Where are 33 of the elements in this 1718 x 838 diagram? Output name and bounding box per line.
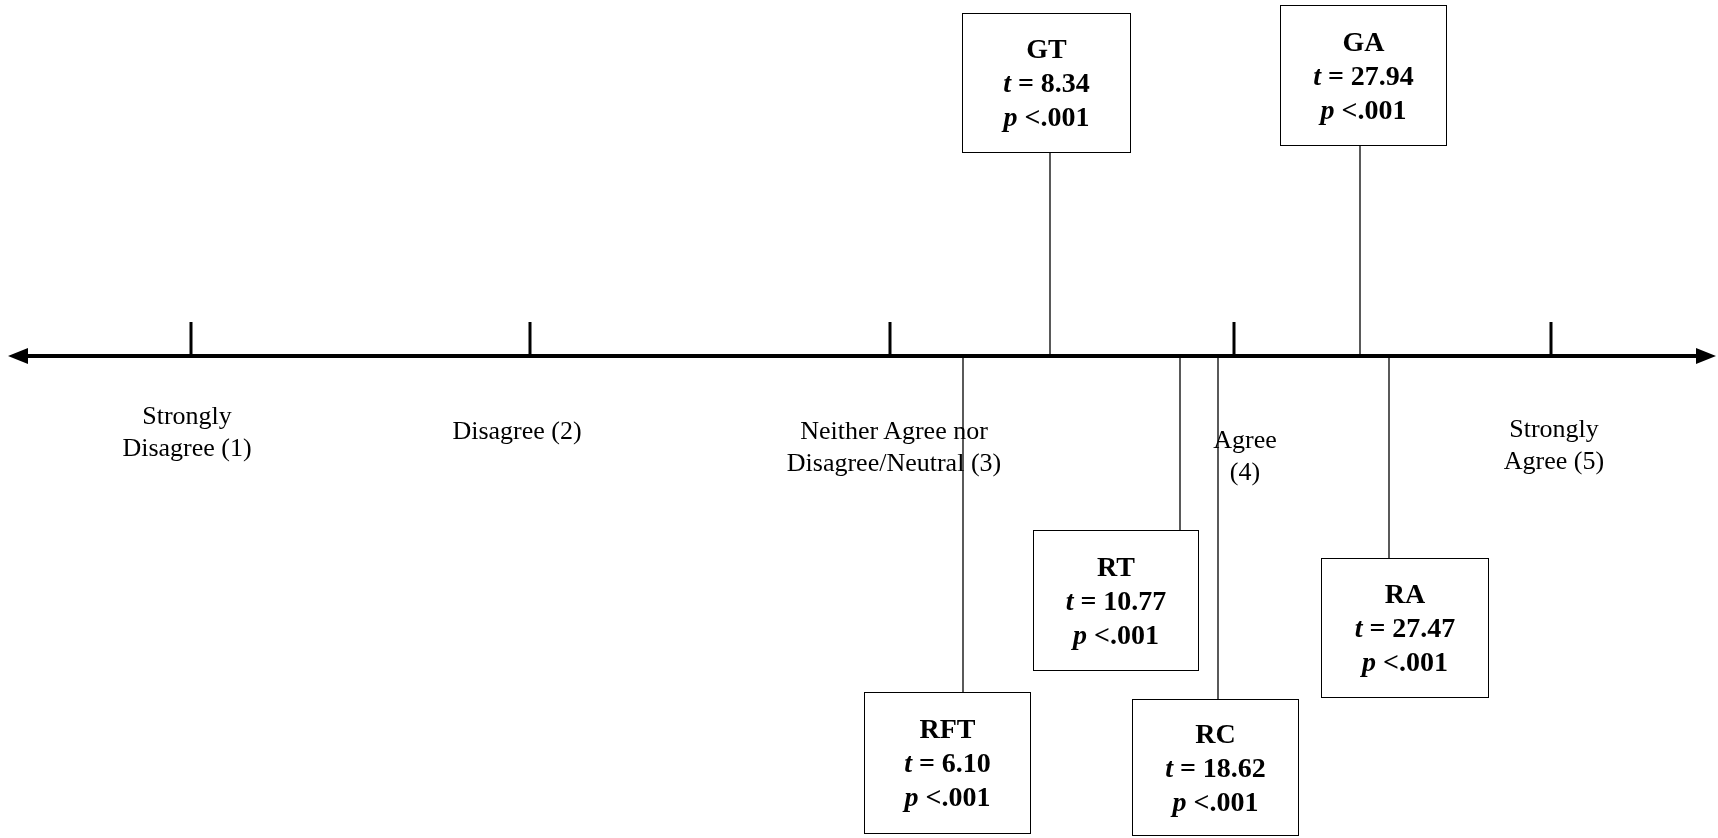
stat-box [962, 13, 1131, 153]
stat-value: t = 27.47 [1354, 611, 1456, 645]
box-title: GT [1026, 32, 1067, 66]
box-title: RA [1384, 577, 1426, 611]
leader-line [1388, 355, 1390, 559]
scale-label: Strongly Agree (5) [1502, 413, 1606, 477]
stat-box [1280, 5, 1447, 146]
leader-line [1217, 355, 1219, 700]
box-title: RFT [919, 712, 976, 746]
stat-value: t = 18.62 [1165, 750, 1266, 785]
leader-line [1179, 355, 1181, 531]
stat-value: t = 8.34 [1003, 66, 1090, 100]
stat-value: p <.001 [1172, 784, 1259, 819]
stat-value: p <.001 [1003, 100, 1090, 134]
stat-value: p <.001 [1073, 617, 1159, 652]
box-title: GA [1342, 24, 1385, 59]
stat-box [1132, 699, 1299, 836]
box-title: RC [1195, 716, 1236, 751]
stat-value: p <.001 [1320, 92, 1407, 127]
leader-line [1049, 152, 1051, 357]
stat-value: t = 10.77 [1065, 583, 1167, 618]
stat-box [864, 692, 1031, 834]
scale-label: Strongly Disagree (1) [122, 400, 252, 464]
stat-value: t = 6.10 [904, 746, 991, 780]
leader-line [1359, 145, 1361, 357]
scale-label: Disagree (2) [452, 415, 582, 447]
box-title: RT [1097, 549, 1135, 584]
stat-value: p <.001 [1362, 645, 1448, 679]
stat-box [1033, 530, 1199, 671]
stat-value: p <.001 [904, 780, 991, 814]
leader-line [962, 355, 964, 693]
stat-value: t = 27.94 [1313, 58, 1414, 93]
stat-box [1321, 558, 1489, 698]
